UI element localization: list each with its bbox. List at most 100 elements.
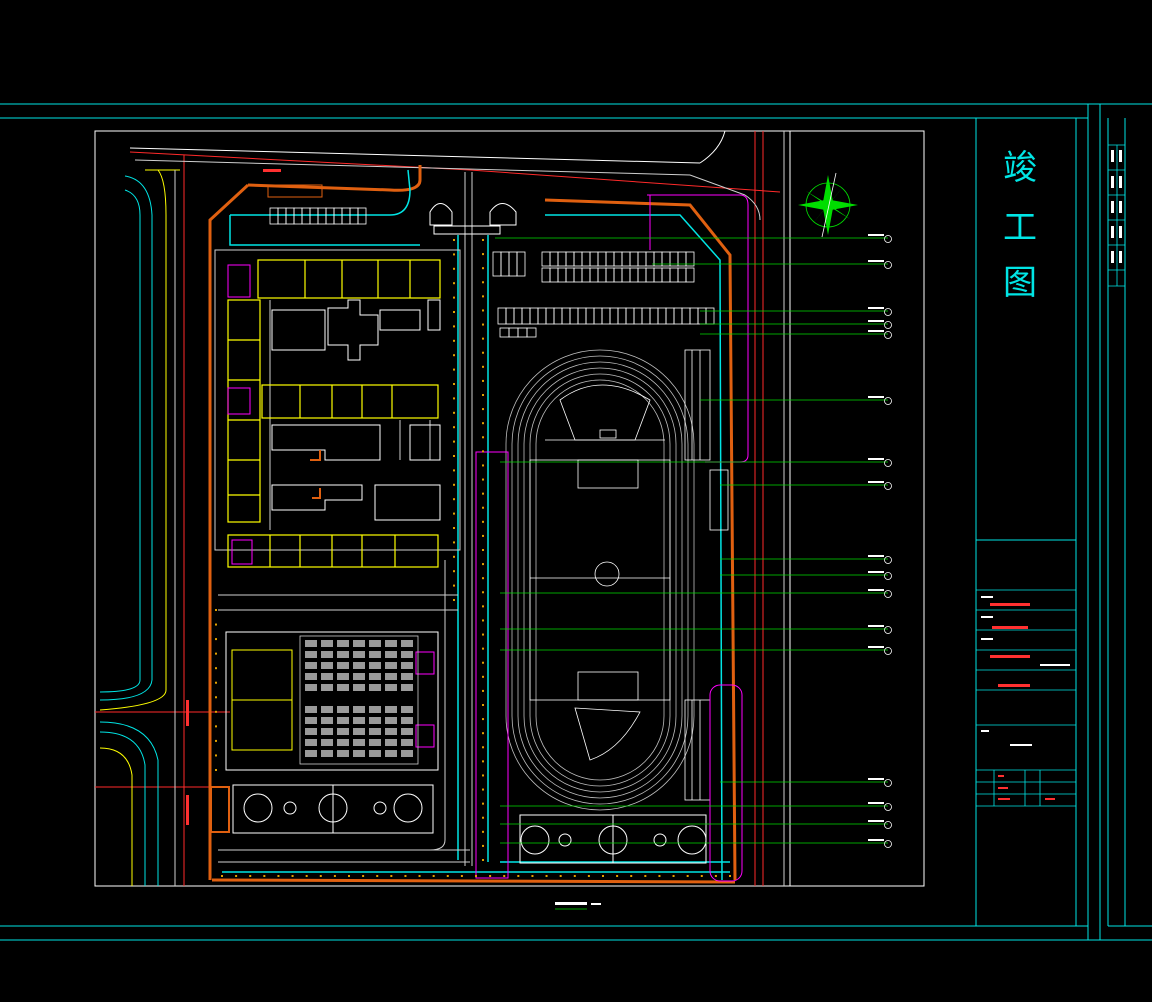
pipe-node xyxy=(249,875,252,877)
seat-block xyxy=(369,706,381,713)
pipe-node xyxy=(453,253,455,256)
pipe-node xyxy=(291,875,294,877)
seat-block xyxy=(369,750,381,757)
pipe-node xyxy=(453,426,455,429)
seat-block xyxy=(353,706,365,713)
pipe-node xyxy=(215,667,217,670)
pipe-node xyxy=(453,498,455,501)
parking-stall xyxy=(613,267,623,283)
seat-block xyxy=(385,651,397,658)
parking-stall xyxy=(349,207,359,225)
parking-stall xyxy=(557,251,567,267)
parking-stall xyxy=(499,327,510,338)
pipe-node xyxy=(587,875,590,877)
pipe-node xyxy=(333,875,336,877)
teaching-buildings xyxy=(227,259,441,568)
seat-block xyxy=(337,673,349,680)
pipe-node xyxy=(482,689,484,692)
parking-stall xyxy=(629,267,639,283)
seat-block xyxy=(305,673,317,680)
drawing-border xyxy=(94,130,925,887)
running-track xyxy=(505,349,695,811)
seat-block xyxy=(369,739,381,746)
seat-block xyxy=(337,684,349,691)
pipe-node xyxy=(362,875,365,877)
pipe-node xyxy=(545,875,548,877)
pipe-node xyxy=(215,754,217,757)
pipe-node xyxy=(482,365,484,368)
leader-tag xyxy=(868,458,884,460)
pipe-node xyxy=(482,788,484,791)
seat-block xyxy=(305,728,317,735)
parking-stall xyxy=(309,207,319,225)
pipe-node xyxy=(453,584,455,587)
seat-block xyxy=(353,717,365,724)
parking-stall xyxy=(589,267,599,283)
pipe-node xyxy=(418,875,421,877)
seat-block xyxy=(337,750,349,757)
pipe-node xyxy=(305,875,308,877)
circle-marker-icon xyxy=(884,590,892,598)
seat-block xyxy=(401,684,413,691)
parking-stall xyxy=(293,207,303,225)
leader-tag xyxy=(868,260,884,262)
parking-stall xyxy=(561,307,571,325)
pipe-node xyxy=(482,591,484,594)
circle-marker-icon xyxy=(884,397,892,405)
parking-stall xyxy=(581,251,591,267)
pipe-node xyxy=(453,339,455,342)
parking-stall xyxy=(505,307,515,325)
parking-stall xyxy=(601,307,611,325)
pipe-node xyxy=(376,875,379,877)
parking-stall xyxy=(529,307,539,325)
seat-block xyxy=(353,728,365,735)
parking-stall xyxy=(317,207,327,225)
pipe-node xyxy=(644,875,647,877)
seat-block xyxy=(353,662,365,669)
pipe-node xyxy=(453,599,455,601)
parking-stall xyxy=(285,207,295,225)
circle-marker-icon xyxy=(884,308,892,316)
seat-block xyxy=(321,739,333,746)
leader-tag xyxy=(868,320,884,322)
parking-stall xyxy=(333,207,343,225)
property-lines xyxy=(95,131,781,886)
parking-stall xyxy=(513,307,523,325)
label-leaders xyxy=(215,234,892,877)
pipe-node xyxy=(453,570,455,573)
pipe-node xyxy=(482,351,484,354)
pipe-node xyxy=(482,506,484,509)
pipe-node xyxy=(482,492,484,495)
seat-block xyxy=(353,750,365,757)
seat-block xyxy=(337,651,349,658)
parking-stall xyxy=(625,307,635,325)
pipe-node xyxy=(263,875,266,877)
pipe-node xyxy=(453,325,455,328)
pipe-node xyxy=(517,875,520,877)
leader-tag xyxy=(868,481,884,483)
seat-block xyxy=(369,662,381,669)
pipe-node xyxy=(482,661,484,664)
parking-stall xyxy=(653,267,663,283)
circle-marker-icon xyxy=(884,803,892,811)
sheet-frame xyxy=(0,103,1152,941)
seat-block xyxy=(401,739,413,746)
leader-tag xyxy=(868,839,884,841)
seat-block xyxy=(401,717,413,724)
circle-marker-icon xyxy=(884,331,892,339)
seat-block xyxy=(369,640,381,647)
parking-stall xyxy=(649,307,659,325)
seat-block xyxy=(385,684,397,691)
seat-block xyxy=(385,662,397,669)
pipe-node xyxy=(482,844,484,847)
pipe-node xyxy=(482,394,484,396)
pipe-node xyxy=(453,354,455,357)
pipe-node xyxy=(453,267,455,270)
seat-block xyxy=(321,706,333,713)
pipe-node xyxy=(482,746,484,749)
parking-stall xyxy=(541,251,551,267)
pipe-node xyxy=(658,875,661,877)
pipe-node xyxy=(215,769,217,771)
leader-tag xyxy=(868,589,884,591)
